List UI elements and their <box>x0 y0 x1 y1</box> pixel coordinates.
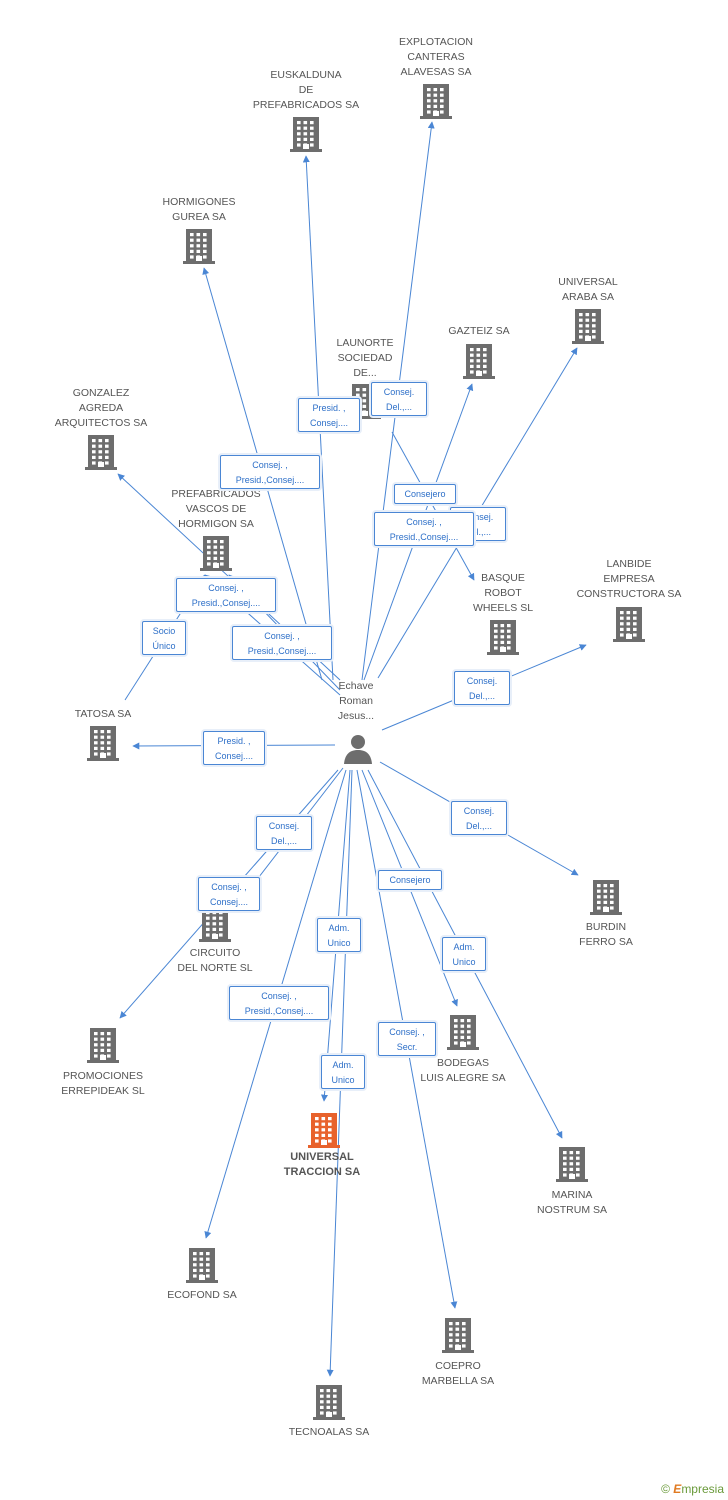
relationship-edge <box>391 431 475 581</box>
person-icon <box>344 735 372 764</box>
company-name[interactable]: COEPRO MARBELLA SA <box>421 1360 495 1387</box>
company-name[interactable]: BODEGAS LUIS ALEGRE SA <box>420 1057 506 1084</box>
role-label[interactable]: Adm. Unico <box>442 937 486 971</box>
company-building-icon[interactable] <box>442 1317 474 1358</box>
role-label[interactable]: Consej. Del.,... <box>454 671 510 705</box>
company-name[interactable]: GAZTEIZ SA <box>448 325 510 337</box>
brand-name: mpresia <box>681 1482 724 1496</box>
company-building-icon[interactable] <box>290 116 322 157</box>
role-label[interactable]: Consej. Del.,... <box>371 382 427 416</box>
company-name[interactable]: MARINA NOSTRUM SA <box>536 1189 607 1216</box>
role-label[interactable]: Consej. , Presid.,Consej.... <box>220 455 320 489</box>
company-name[interactable]: GONZALEZ AGREDA ARQUITECTOS SA <box>54 387 148 429</box>
role-label[interactable]: Consej. , Presid.,Consej.... <box>176 578 276 612</box>
company-name[interactable]: BASQUE ROBOT WHEELS SL <box>472 572 534 614</box>
company-building-icon[interactable] <box>183 228 215 269</box>
role-label[interactable]: Consejero <box>394 484 456 504</box>
company-name[interactable]: PROMOCIONES ERREPIDEAK SL <box>61 1070 145 1097</box>
focus-company-name[interactable]: UNIVERSAL TRACCION SA <box>283 1151 361 1178</box>
brand-footer: © Empresia <box>661 1482 724 1496</box>
company-building-icon[interactable] <box>313 1384 345 1425</box>
role-label[interactable]: Consej. , Consej.... <box>198 877 260 911</box>
company-building-icon[interactable] <box>420 83 452 124</box>
role-label[interactable]: Consej. Del.,... <box>451 801 507 835</box>
brand-logo-letter: E <box>673 1482 682 1496</box>
company-name[interactable]: TATOSA SA <box>74 708 132 720</box>
person-name[interactable]: Echave Roman Jesus... <box>337 680 375 722</box>
role-label[interactable]: Presid. , Consej.... <box>298 398 360 432</box>
company-building-icon[interactable] <box>613 606 645 647</box>
company-name[interactable]: CIRCUITO DEL NORTE SL <box>177 947 253 974</box>
company-name[interactable]: HORMIGONES GUREA SA <box>162 196 236 223</box>
role-label[interactable]: Consej. , Secr. <box>378 1022 436 1056</box>
role-label[interactable]: Consej. , Presid.,Consej.... <box>229 986 329 1020</box>
copyright-symbol: © <box>661 1482 670 1496</box>
company-building-icon[interactable] <box>590 879 622 920</box>
company-building-icon[interactable] <box>186 1247 218 1288</box>
role-label[interactable]: Adm. Unico <box>321 1055 365 1089</box>
company-building-icon[interactable] <box>463 343 495 384</box>
role-label[interactable]: Consejero <box>378 870 442 890</box>
company-building-icon[interactable] <box>85 434 117 475</box>
role-label[interactable]: Socio Único <box>142 621 186 655</box>
company-name[interactable]: EXPLOTACION CANTERAS ALAVESAS SA <box>399 36 473 78</box>
company-building-icon[interactable] <box>556 1146 588 1187</box>
company-building-icon[interactable] <box>447 1014 479 1055</box>
company-name[interactable]: LAUNORTE SOCIEDAD DE... <box>336 337 394 379</box>
role-label[interactable]: Adm. Unico <box>317 918 361 952</box>
company-name[interactable]: PREFABRICADOS VASCOS DE HORMIGON SA <box>171 488 261 530</box>
role-label[interactable]: Consej. , Presid.,Consej.... <box>374 512 474 546</box>
company-name[interactable]: EUSKALDUNA DE PREFABRICADOS SA <box>252 69 360 111</box>
focus-company-building-icon[interactable] <box>308 1112 340 1153</box>
company-building-icon[interactable] <box>87 725 119 766</box>
role-label[interactable]: Consej. Del.,... <box>256 816 312 850</box>
company-building-icon[interactable] <box>572 308 604 349</box>
company-name[interactable]: BURDIN FERRO SA <box>579 921 633 948</box>
company-name[interactable]: LANBIDE EMPRESA CONSTRUCTORA SA <box>576 558 682 600</box>
company-name[interactable]: UNIVERSAL ARABA SA <box>558 276 618 303</box>
company-building-icon[interactable] <box>487 619 519 660</box>
company-building-icon[interactable] <box>87 1027 119 1068</box>
role-label[interactable]: Presid. , Consej.... <box>203 731 265 765</box>
person-node[interactable] <box>343 733 373 765</box>
company-name[interactable]: ECOFOND SA <box>167 1289 237 1301</box>
company-building-icon[interactable] <box>199 906 231 947</box>
company-building-icon[interactable] <box>200 535 232 576</box>
building-icon <box>308 1113 340 1148</box>
role-label[interactable]: Consej. , Presid.,Consej.... <box>232 626 332 660</box>
company-name[interactable]: TECNOALAS SA <box>288 1426 370 1438</box>
